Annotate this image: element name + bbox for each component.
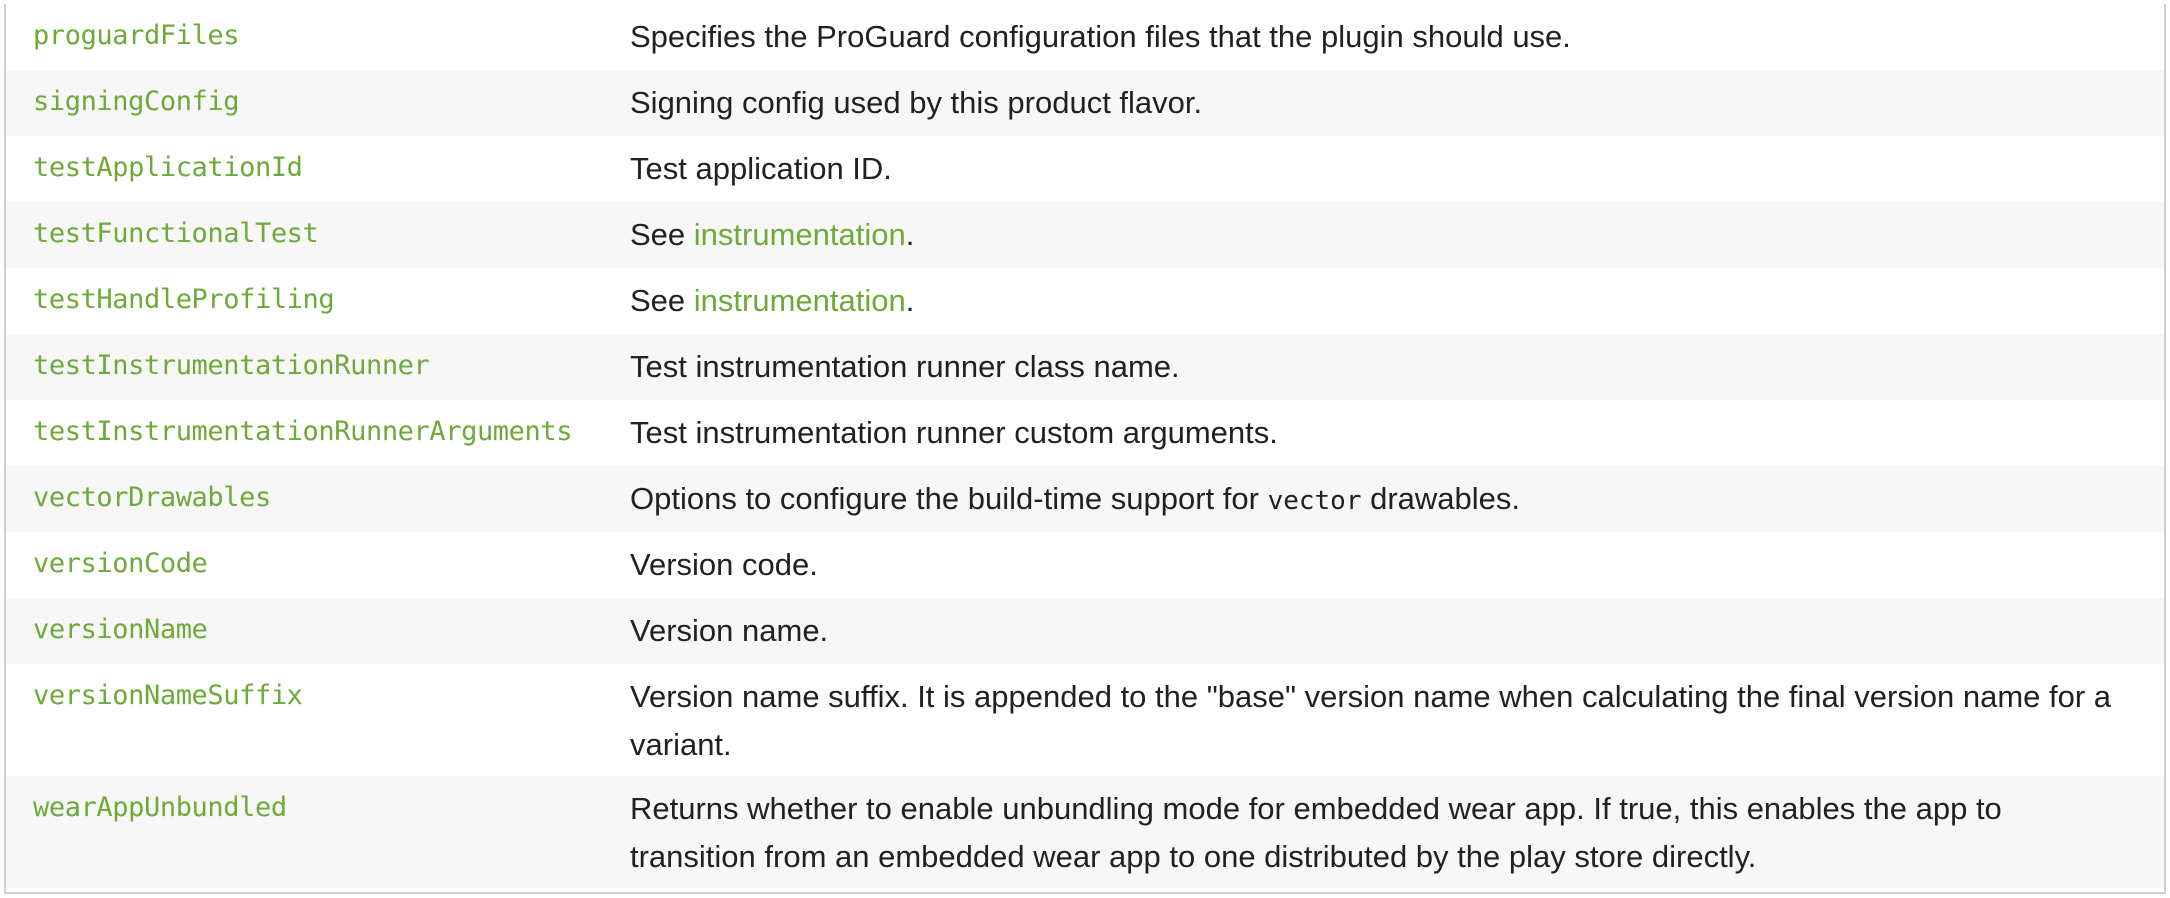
property-description: Returns whether to enable unbundling mod…: [630, 791, 2002, 874]
table-row: versionName Version name.: [6, 598, 2164, 664]
property-name-link[interactable]: vectorDrawables: [33, 482, 271, 513]
property-description: Version code.: [630, 547, 818, 582]
table-row: vectorDrawables Options to configure the…: [6, 466, 2164, 532]
table-row: testInstrumentationRunner Test instrumen…: [6, 334, 2164, 400]
property-name-link[interactable]: proguardFiles: [33, 20, 240, 51]
property-description: Version name suffix. It is appended to t…: [630, 679, 2112, 762]
property-description: Test instrumentation runner custom argum…: [630, 415, 1278, 450]
inline-code: vector: [1267, 486, 1362, 516]
property-name-link[interactable]: signingConfig: [33, 86, 240, 117]
instrumentation-link[interactable]: instrumentation: [693, 283, 906, 318]
property-description: Signing config used by this product flav…: [630, 85, 1203, 120]
description-text: See: [630, 217, 694, 252]
property-description: See instrumentation.: [630, 277, 2124, 325]
table-row: versionNameSuffix Version name suffix. I…: [6, 664, 2164, 776]
table-row: wearAppUnbundled Returns whether to enab…: [6, 776, 2164, 888]
property-name-link[interactable]: wearAppUnbundled: [33, 792, 287, 823]
table-row: signingConfig Signing config used by thi…: [6, 70, 2164, 136]
properties-table-body: proguardFiles Specifies the ProGuard con…: [6, 4, 2164, 888]
table-row: proguardFiles Specifies the ProGuard con…: [6, 4, 2164, 70]
description-text: Options to configure the build-time supp…: [630, 481, 1268, 516]
table-row: testInstrumentationRunnerArguments Test …: [6, 400, 2164, 466]
table-row: testHandleProfiling See instrumentation.: [6, 268, 2164, 334]
description-text: See: [630, 283, 694, 318]
property-name-link[interactable]: testInstrumentationRunnerArguments: [33, 416, 573, 447]
property-name-link[interactable]: versionCode: [33, 548, 208, 579]
table-row: versionCode Version code.: [6, 532, 2164, 598]
property-name-link[interactable]: testHandleProfiling: [33, 284, 335, 315]
property-description: Test application ID.: [630, 151, 892, 186]
property-name-link[interactable]: testApplicationId: [33, 152, 303, 183]
property-description: Version name.: [630, 613, 829, 648]
property-description: Test instrumentation runner class name.: [630, 349, 1180, 384]
property-name-link[interactable]: versionName: [33, 614, 208, 645]
property-description: See instrumentation.: [630, 211, 2124, 259]
description-text: .: [905, 217, 915, 252]
property-name-link[interactable]: testInstrumentationRunner: [33, 350, 430, 381]
table-row: testFunctionalTest See instrumentation.: [6, 202, 2164, 268]
table-row: testApplicationId Test application ID.: [6, 136, 2164, 202]
property-name-link[interactable]: testFunctionalTest: [33, 218, 319, 249]
property-description: Options to configure the build-time supp…: [630, 475, 2124, 525]
property-description: Specifies the ProGuard configuration fil…: [630, 19, 1571, 54]
property-name-link[interactable]: versionNameSuffix: [33, 680, 303, 711]
description-text: .: [905, 283, 915, 318]
properties-table: proguardFiles Specifies the ProGuard con…: [4, 4, 2166, 894]
instrumentation-link[interactable]: instrumentation: [693, 217, 906, 252]
description-text: drawables.: [1361, 481, 1521, 516]
